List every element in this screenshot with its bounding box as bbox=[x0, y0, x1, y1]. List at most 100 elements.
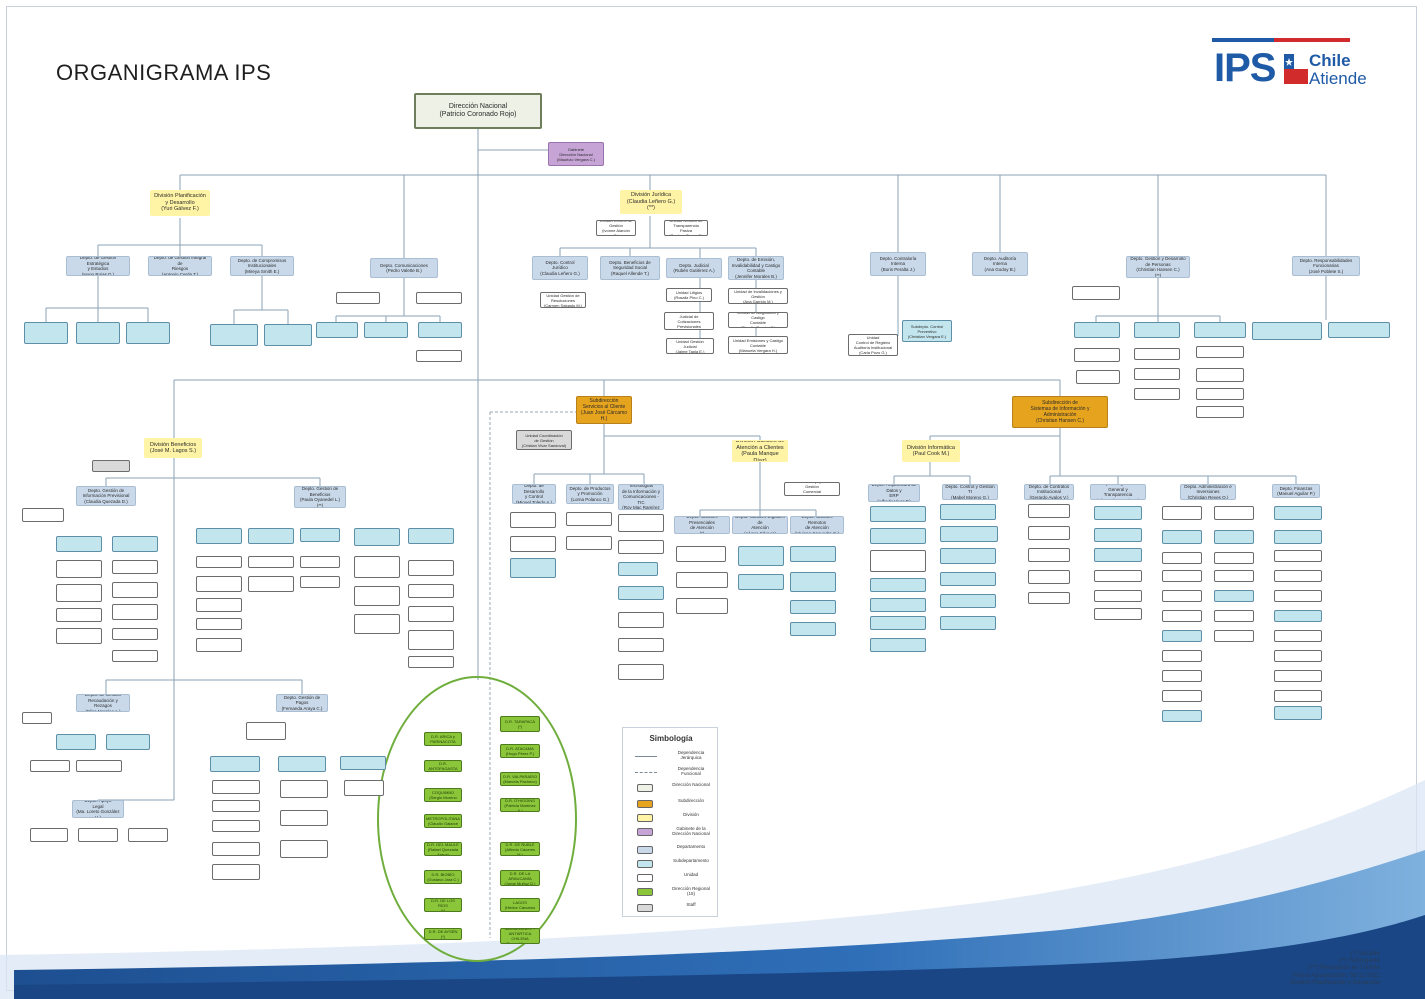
node-unidad bbox=[1214, 506, 1254, 520]
node-label: D.R. ARICA y PARINACOTA bbox=[430, 734, 456, 744]
node-subdepto bbox=[248, 528, 294, 544]
node-subdepto bbox=[1094, 528, 1142, 542]
node-unidad bbox=[1274, 570, 1322, 582]
legend-label: División bbox=[683, 812, 699, 817]
node-staff: Unidad Coordinación de Gestión (Cristian… bbox=[516, 430, 572, 450]
node-unidad bbox=[344, 780, 384, 796]
node-unidad bbox=[128, 828, 168, 842]
node-label: D.R. TARAPACÁ (*) bbox=[504, 719, 535, 729]
node-subdepto bbox=[56, 734, 96, 750]
node-unidad bbox=[618, 540, 664, 554]
node-label: Unidad de Invalidaciones y Gestión (Ana … bbox=[734, 288, 782, 304]
node-label: Depto. Gestión de Beneficios (Paula Oyan… bbox=[299, 486, 341, 508]
node-subdireccion-sistemas-informacion: Subdirección de Sistemas de Información … bbox=[1012, 396, 1108, 428]
node-label: Depto. Seguridad General y Transparencia… bbox=[1096, 485, 1140, 500]
node-unidad bbox=[416, 350, 462, 362]
node-depto: Depto. Comunicaciones (Pedro Valette B.) bbox=[370, 258, 438, 278]
node-depto: Depto. de Gestión Estratégica y Estudios… bbox=[66, 256, 130, 276]
node-label: Depto. de Contratos Institucional (Gerar… bbox=[1028, 484, 1070, 500]
node-label: Depto. Canales Remotos de Atención (Vivi… bbox=[795, 516, 839, 534]
page-title: ORGANIGRAMA IPS bbox=[56, 60, 272, 85]
node-label: Depto. Finanzas (Manuel Aguilar P.) bbox=[1277, 485, 1315, 497]
node-label: D.R. DE LA ARAUCANÍA (Jorge Muñoz D.) bbox=[504, 870, 536, 886]
node-unidad bbox=[408, 656, 454, 668]
node-label: Depto. de Gestión Recaudación y Rezagos … bbox=[84, 694, 122, 712]
node-unidad bbox=[212, 842, 260, 856]
legend-swatch bbox=[637, 888, 653, 896]
legend-item: Gabinete de la Dirección Nacional bbox=[629, 826, 719, 840]
node-depto: Depto. Gestión de Beneficios (Paula Oyan… bbox=[294, 486, 346, 508]
legend-line bbox=[635, 756, 657, 757]
node-subdepto bbox=[408, 528, 454, 544]
node-direccion-regional: D.R. DE LOS RÍOS (*) bbox=[424, 898, 462, 912]
node-subdepto bbox=[1252, 322, 1322, 340]
node-subdepto bbox=[56, 536, 102, 552]
node-subdepto bbox=[870, 616, 926, 630]
node-subdepto bbox=[940, 526, 998, 542]
node-unidad bbox=[1274, 630, 1322, 642]
node-unidad bbox=[112, 650, 158, 662]
node-unidad bbox=[354, 586, 400, 606]
node-unidad bbox=[112, 604, 158, 620]
node-label: Depto. Control Jurídico (Claudia Leñero … bbox=[540, 259, 580, 276]
node-subdepto bbox=[870, 506, 926, 522]
node-label: Unidad Control de Gestión (Ivonne Alarcó… bbox=[599, 220, 633, 236]
node-unidad bbox=[248, 556, 294, 568]
node-unidad bbox=[1094, 590, 1142, 602]
node-depto: Depto. Canales Presenciales de Atención … bbox=[674, 516, 730, 534]
node-direccion-regional: D.R. BIOBÍO (Gustavo Jara C.) bbox=[424, 870, 462, 884]
node-unidad bbox=[1094, 570, 1142, 582]
legend-label: Dirección Regional (15) bbox=[672, 886, 710, 896]
node-depto: Depto. Beneficios de Seguridad Social (R… bbox=[600, 256, 660, 280]
node-subdepto bbox=[1194, 322, 1246, 338]
node-depto: Depto. de Gestión Recaudación y Rezagos … bbox=[76, 694, 130, 712]
node-direccion-regional: D.R. DE LA ARAUCANÍA (Jorge Muñoz D.) bbox=[500, 870, 540, 886]
node-subdepto bbox=[510, 558, 556, 578]
node-unidad bbox=[30, 828, 68, 842]
node-depto: Depto. Apoyo Legal (Ma. Loreto González … bbox=[72, 800, 124, 818]
node-label: Depto. Contraloría Interna (Boris Peralt… bbox=[879, 255, 917, 272]
node-subdepto bbox=[340, 756, 386, 770]
node-unidad bbox=[1028, 526, 1070, 540]
node-label: Unidad de Apoyo a la Gestión Comercial (… bbox=[793, 483, 831, 495]
node-unidad bbox=[300, 576, 340, 588]
node-subdepto bbox=[1274, 530, 1322, 544]
note-vacante: (*) Vacante bbox=[1350, 951, 1380, 957]
legend-item: Subdirección bbox=[629, 798, 719, 812]
node-subdepto bbox=[790, 600, 836, 614]
footnotes: (*) Vacante (**) Subrogante (***) Resolu… bbox=[1240, 951, 1380, 987]
node-direccion-regional: D.R. VALPARAÍSO (Marcela Pacheco) bbox=[500, 772, 540, 786]
node-subdepto bbox=[196, 528, 242, 544]
node-unidad bbox=[1162, 506, 1202, 520]
note-tramite: (***) Resolución en Trámite bbox=[1307, 965, 1380, 972]
node-label: Depto. Control y Gestión TI (Mabel Moren… bbox=[945, 484, 995, 500]
node-unidad bbox=[1072, 286, 1120, 300]
node-division-canales: División Canales de Atención a Clientes … bbox=[732, 440, 788, 462]
node-unidad bbox=[1134, 388, 1180, 400]
node-unidad bbox=[1274, 650, 1322, 662]
node-depto: Depto. Responsabilidades Funcionarias (J… bbox=[1292, 256, 1360, 276]
node-depto: Depto. Seguridad General y Transparencia… bbox=[1090, 484, 1146, 500]
node-label: D.R. O'HIGGINS (Patricia Martínez A.) bbox=[504, 798, 536, 812]
node-depto: Depto. Administración e Inversiones (Chr… bbox=[1180, 484, 1236, 500]
node-direccion-regional: D.R. DE AYSÉN (*) bbox=[424, 928, 462, 940]
node-unidad bbox=[1214, 552, 1254, 564]
node-unidad bbox=[1214, 630, 1254, 642]
node-depto: Depto. de Desarrollo y Control (Miguel T… bbox=[512, 484, 556, 504]
node-unidad bbox=[618, 612, 664, 628]
node-unidad bbox=[1162, 670, 1202, 682]
node-subdepto bbox=[618, 586, 664, 600]
node-unidad bbox=[1162, 690, 1202, 702]
node-label: D.R. DE ÑUBLE (Alfredo Cáceres M.) bbox=[504, 842, 535, 856]
node-unidad bbox=[1214, 610, 1254, 622]
node-direccion-regional: D.R. TARAPACÁ (*) bbox=[500, 716, 540, 732]
node-direccion-regional: D.R. METROPOLITANA (Claudio Galarce R.) bbox=[424, 814, 462, 828]
node-unidad: Unidad de Invalidaciones y Gestión (Ana … bbox=[728, 288, 788, 304]
legend-item: Dirección Regional (15) bbox=[629, 886, 719, 900]
node-unidad bbox=[1274, 550, 1322, 562]
node-subdepto bbox=[76, 322, 120, 344]
logo-ips-text: IPS bbox=[1214, 46, 1276, 90]
node-unidad: Unidad de Asignación y Castigo Contable … bbox=[728, 312, 788, 328]
node-subdepto bbox=[264, 324, 312, 346]
